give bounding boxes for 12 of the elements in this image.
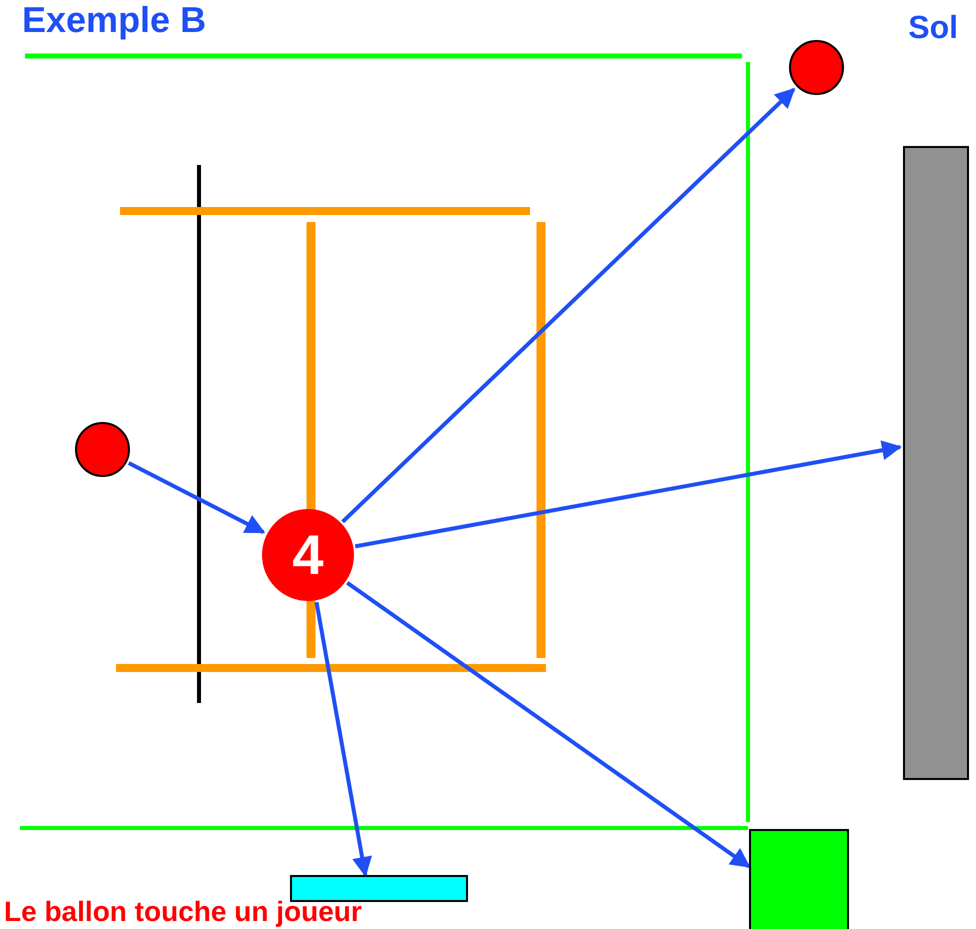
floor-bar — [903, 146, 969, 780]
diagram-title: Exemple B — [22, 0, 206, 40]
caption-text: Le ballon touche un joueur — [4, 896, 362, 928]
corner-label: Sol — [908, 8, 958, 46]
player-bar — [290, 875, 468, 902]
zone-box — [749, 829, 849, 929]
player-number-circle: 4 — [262, 509, 354, 601]
arrow — [128, 461, 266, 534]
arrow — [341, 88, 796, 524]
arrow — [314, 602, 372, 877]
arrow — [346, 581, 751, 868]
arrow — [354, 440, 902, 548]
